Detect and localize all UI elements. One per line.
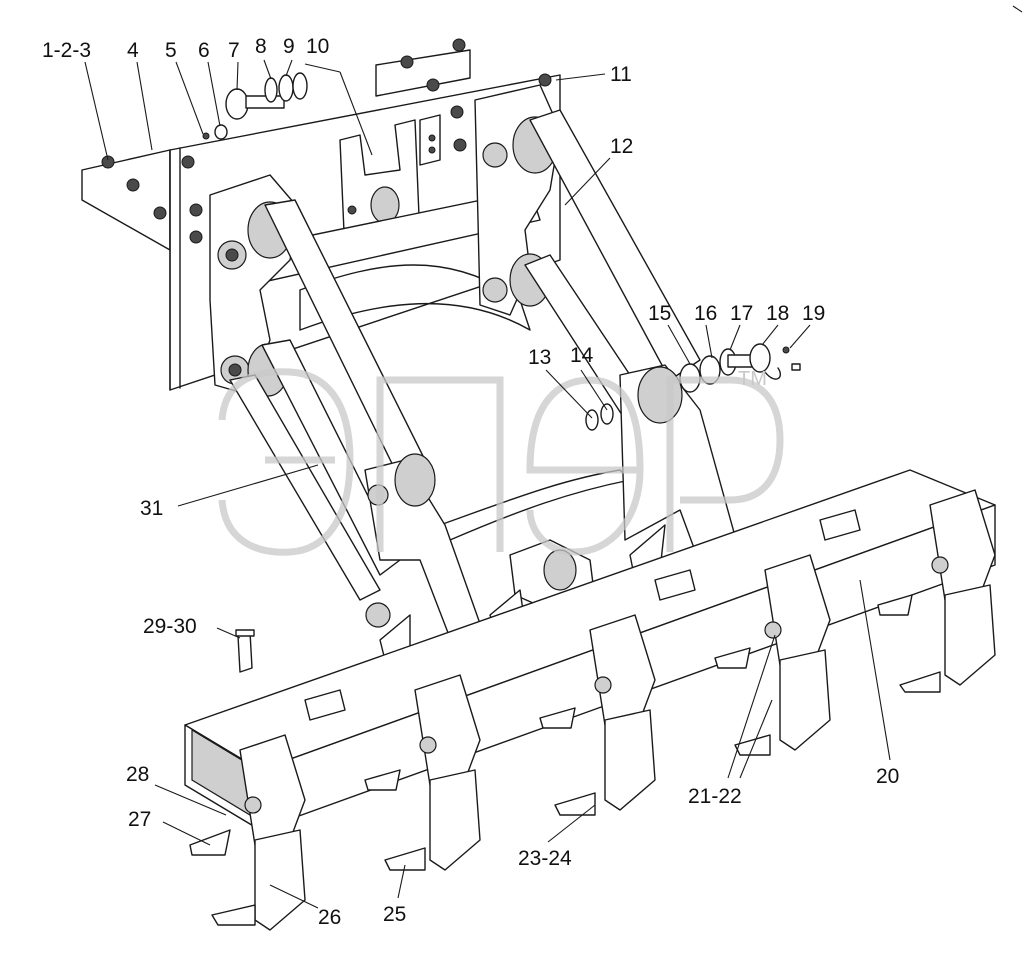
callout-labels: 1-2-3 4 5 6 7 8 9 10 11 12 13 14 15 16 1… [42,35,899,929]
label-17: 17 [730,302,753,325]
shank-assembly-3 [539,614,656,816]
pin-29-30 [235,629,255,673]
label-9: 9 [283,35,295,58]
label-26: 26 [318,906,341,929]
label-25: 25 [383,903,406,926]
label-4: 4 [127,39,139,62]
link-arm-upper-right [529,109,701,381]
shank-assembly-5 [877,489,996,693]
label-12: 12 [610,135,633,158]
label-5: 5 [165,39,177,62]
label-10: 10 [306,35,329,58]
tool-bar [184,469,996,831]
watermark-logo: TM [218,368,784,556]
shank-assembly-4 [714,554,831,756]
pin-with-washers-top [202,72,308,140]
label-13: 13 [528,346,551,369]
corner-mark [1012,5,1023,13]
watermark-tm: TM [738,368,767,390]
label-11: 11 [610,63,632,86]
label-18: 18 [766,302,789,325]
label-8: 8 [255,35,267,58]
leader-lines [84,59,891,909]
shank-assembly-1 [189,734,306,931]
label-20: 20 [876,765,899,788]
shank-assembly-2 [364,674,481,871]
label-6: 6 [198,39,210,62]
label-28: 28 [126,763,149,786]
label-27: 27 [128,808,151,831]
label-15: 15 [648,302,671,325]
label-21-22: 21-22 [688,785,742,808]
label-1-2-3: 1-2-3 [42,39,91,62]
label-14: 14 [570,344,594,367]
label-29-30: 29-30 [143,615,197,638]
label-7: 7 [228,39,240,62]
label-19: 19 [802,302,825,325]
label-31: 31 [140,497,163,520]
label-16: 16 [694,302,717,325]
label-23-24: 23-24 [518,847,572,870]
